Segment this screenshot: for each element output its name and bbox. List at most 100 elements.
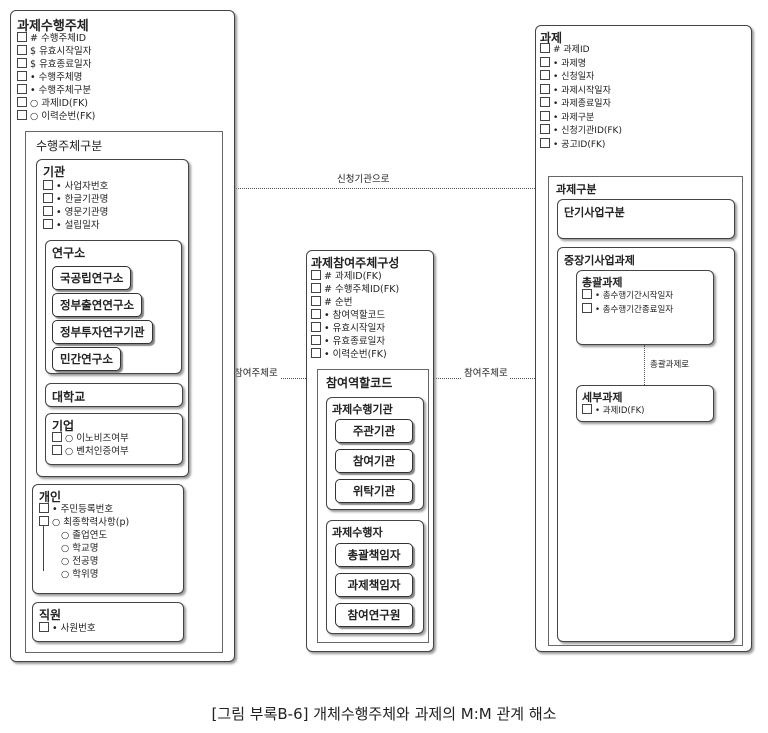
checkbox-icon: [17, 71, 27, 81]
checkbox-icon: [540, 70, 550, 80]
role-chief-manager[interactable]: 총괄책임자: [335, 543, 413, 567]
relation-label-master: 총괄과제로: [648, 358, 692, 370]
attribute-row: • 공고ID(FK): [540, 137, 622, 152]
attribute-list: • 사업자번호• 한글기관명• 영문기관명• 설립일자: [43, 180, 108, 232]
entity-title: 직원: [39, 608, 62, 622]
attribute-label: ○ 이노비즈여부: [65, 433, 129, 444]
attribute-row: # 순번: [311, 296, 399, 309]
attribute-list: ○ 졸업연도○ 학교명○ 전공명○ 학위명: [61, 529, 107, 581]
attribute-label: ○ 과제ID(FK): [30, 98, 89, 109]
attribute-list: • 사원번호: [39, 622, 96, 635]
checkbox-icon: [540, 110, 550, 121]
checkbox-icon: [52, 432, 62, 442]
entity-title: 연구소: [52, 246, 86, 260]
subtype-gov-invested-lab[interactable]: 정부투자연구기관: [52, 320, 153, 344]
attribute-label: • 총수행기간시작일자: [595, 291, 674, 301]
checkbox-icon: [39, 503, 49, 513]
entity-performing-org: 과제수행기관 주관기관 참여기관 위탁기관: [326, 397, 424, 510]
attribute-row: • 한글기관명: [43, 193, 108, 206]
entity-lab: 연구소 국공립연구소 정부출연연구소 정부투자연구기관 민간연구소: [45, 240, 182, 374]
attribute-list: • 주민등록번호○ 최종학력사항(p): [39, 503, 129, 529]
attribute-row: • 참여역할코드: [311, 309, 399, 322]
checkbox-icon: [582, 289, 592, 299]
role-project-manager[interactable]: 과제책임자: [335, 573, 413, 597]
attribute-label: • 신청기관ID(FK): [553, 126, 622, 136]
subtype-title: 참여역할코드: [326, 376, 393, 390]
attribute-label: • 사원번호: [52, 623, 96, 634]
attribute-label: • 이력순번(FK): [324, 349, 387, 360]
attribute-label: # 과제ID: [553, 45, 590, 55]
attribute-list: • 과제ID(FK): [582, 404, 645, 418]
tree-connector: [43, 525, 44, 571]
entity-title: 세부과제: [582, 391, 623, 404]
attribute-row: • 설립일자: [43, 219, 108, 232]
entity-detail-project: 세부과제 • 과제ID(FK): [576, 385, 714, 422]
attribute-label: • 과제명: [553, 58, 587, 69]
attribute-label: • 공고ID(FK): [553, 139, 606, 150]
attribute-label: • 사업자번호: [56, 181, 109, 192]
attribute-row: • 총수행기간종료일자: [582, 303, 673, 317]
subtype-private-lab[interactable]: 민간연구소: [52, 347, 121, 371]
checkbox-icon: [540, 124, 550, 134]
attribute-row: ○ 최종학력사항(p): [39, 516, 129, 529]
checkbox-icon: [311, 348, 321, 358]
attribute-row: ○ 학위명: [61, 568, 107, 581]
attribute-label: ○ 학교명: [61, 543, 99, 554]
entity-project: 과제 # 과제ID• 과제명• 신청일자• 과제시작일자• 과제종료일자• 과제…: [535, 25, 752, 652]
role-participating-org[interactable]: 참여기관: [335, 449, 413, 473]
attribute-label: • 과제구분: [553, 112, 595, 123]
role-commissioned-org[interactable]: 위탁기관: [335, 479, 413, 503]
entity-title: 과제수행자: [332, 526, 383, 539]
checkbox-icon: [17, 58, 27, 68]
attribute-label: • 과제ID(FK): [595, 406, 645, 416]
attribute-label: • 주민등록번호: [52, 504, 114, 515]
subtype-performer-kind: 수행주체구분 기관 • 사업자번호• 한글기관명• 영문기관명• 설립일자 연구…: [25, 131, 223, 653]
checkbox-icon: [540, 97, 550, 107]
role-researcher[interactable]: 참여연구원: [335, 603, 413, 627]
attribute-row: ○ 학교명: [61, 542, 107, 555]
subtype-project-kind: 과제구분 단기사업구분 중장기사업과제 총괄과제 • 총수행기간시작일자• 총수…: [548, 176, 743, 646]
attribute-label: • 유효시작일자: [324, 323, 386, 334]
entity-performer: 과제수행주체 # 수행주체ID$ 유효시작일자$ 유효종료일자• 수행주체명• …: [10, 10, 235, 662]
attribute-row: • 사원번호: [39, 622, 96, 635]
entity-title: 과제수행기관: [332, 403, 393, 416]
entity-title: 개인: [39, 490, 62, 504]
attribute-row: • 수행주체명: [17, 71, 95, 84]
checkbox-icon: [17, 84, 27, 94]
entity-organization: 기관 • 사업자번호• 한글기관명• 영문기관명• 설립일자 연구소 국공립연구…: [36, 159, 189, 477]
checkbox-icon: [311, 335, 321, 345]
attribute-label: # 순번: [324, 297, 353, 308]
attribute-label: • 과제종료일자: [553, 99, 611, 109]
role-lead-org[interactable]: 주관기관: [335, 419, 413, 443]
attribute-label: • 수행주체명: [30, 72, 83, 83]
entity-long-term: 중장기사업과제 총괄과제 • 총수행기간시작일자 • 총수행기간종료일자 총괄과제…: [557, 247, 735, 642]
attribute-row: • 사업자번호: [43, 180, 108, 193]
relation-label-participant-left: 참여주체로: [232, 365, 280, 379]
attribute-row: # 과제ID(FK): [311, 270, 399, 283]
subtype-national-lab[interactable]: 국공립연구소: [52, 266, 132, 290]
subtype-gov-funded-lab[interactable]: 정부출연연구소: [52, 293, 143, 317]
attribute-row: • 총수행기간시작일자: [582, 289, 673, 303]
figure-caption: [그림 부록B-6] 개체수행주체와 과제의 M:M 관계 해소: [211, 705, 557, 723]
attribute-row: ○ 이력순번(FK): [17, 110, 95, 123]
subtype-title: 수행주체구분: [36, 139, 103, 153]
attribute-row: • 이력순번(FK): [311, 348, 399, 361]
attribute-label: ○ 이력순번(FK): [30, 111, 96, 122]
checkbox-icon: [39, 516, 49, 526]
attribute-row: # 과제ID: [540, 43, 622, 57]
attribute-row: • 주민등록번호: [39, 503, 129, 516]
attribute-label: $ 유효시작일자: [30, 46, 92, 57]
attribute-row: $ 유효종료일자: [17, 58, 95, 71]
entity-title: 총괄과제: [582, 276, 623, 289]
attribute-label: • 수행주체구분: [30, 85, 92, 96]
attribute-row: • 유효종료일자: [311, 335, 399, 348]
checkbox-icon: [43, 180, 53, 190]
checkbox-icon: [540, 83, 550, 94]
attribute-row: $ 유효시작일자: [17, 45, 95, 58]
attribute-list: ○ 이노비즈여부○ 벤처인증여부: [52, 432, 129, 458]
entity-title: 기관: [43, 165, 66, 179]
checkbox-icon: [311, 270, 321, 280]
checkbox-icon: [540, 56, 550, 67]
entity-title: 중장기사업과제: [564, 254, 635, 267]
attribute-label: ○ 학위명: [61, 569, 99, 580]
